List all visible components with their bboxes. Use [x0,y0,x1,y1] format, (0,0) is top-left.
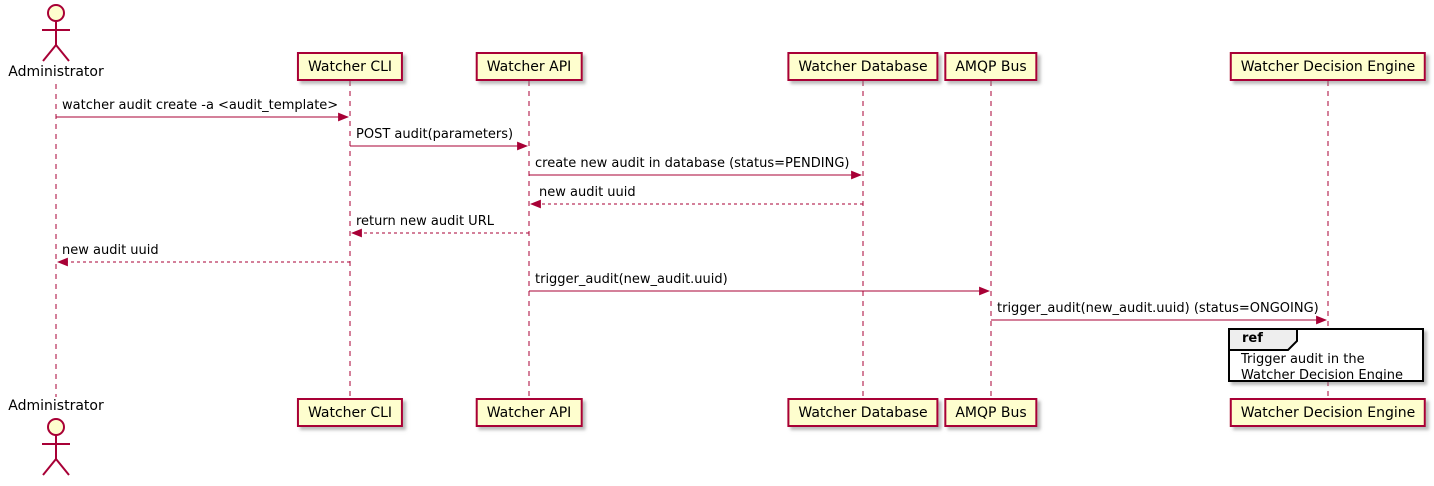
participant-top-watcher-decision-engine: Watcher Decision Engine [1229,52,1427,81]
ref-header-shape [1228,328,1298,351]
ref-keyword: ref [1242,331,1263,346]
message-label-create-audit-db: create new audit in database (status=PEN… [535,156,850,171]
message-label-return-audit-url: return new audit URL [356,214,494,229]
message-label-trigger-audit: trigger_audit(new_audit.uuid) [535,272,728,287]
message-label-post-audit: POST audit(parameters) [356,127,514,142]
participant-bottom-watcher-api: Watcher API [475,398,583,427]
ref-text-line: Watcher Decision Engine [1241,368,1403,383]
message-label-trigger-audit-ongoing: trigger_audit(new_audit.uuid) (status=ON… [997,301,1319,316]
message-label-audit-create: watcher audit create -a <audit_template> [62,98,339,113]
participant-top-watcher-database: Watcher Database [787,52,939,81]
actor-label-bottom: Administrator [8,398,104,414]
ref-fragment: ref Trigger audit in the Watcher Decisio… [1228,328,1424,383]
message-label-new-audit-uuid-return: new audit uuid [539,185,636,200]
ref-text-line: Trigger audit in the [1241,352,1365,367]
message-label-new-audit-uuid-admin: new audit uuid [62,243,159,258]
participant-bottom-watcher-cli: Watcher CLI [296,398,404,427]
participant-bottom-watcher-database: Watcher Database [787,398,939,427]
participant-top-watcher-api: Watcher API [475,52,583,81]
participant-bottom-amqp-bus: AMQP Bus [944,398,1038,427]
participant-top-amqp-bus: AMQP Bus [944,52,1038,81]
participant-top-watcher-cli: Watcher CLI [296,52,404,81]
actor-label-top: Administrator [8,64,104,80]
actor-figure-bottom [42,418,70,476]
participant-bottom-watcher-decision-engine: Watcher Decision Engine [1229,398,1427,427]
actor-figure-top [42,4,70,62]
